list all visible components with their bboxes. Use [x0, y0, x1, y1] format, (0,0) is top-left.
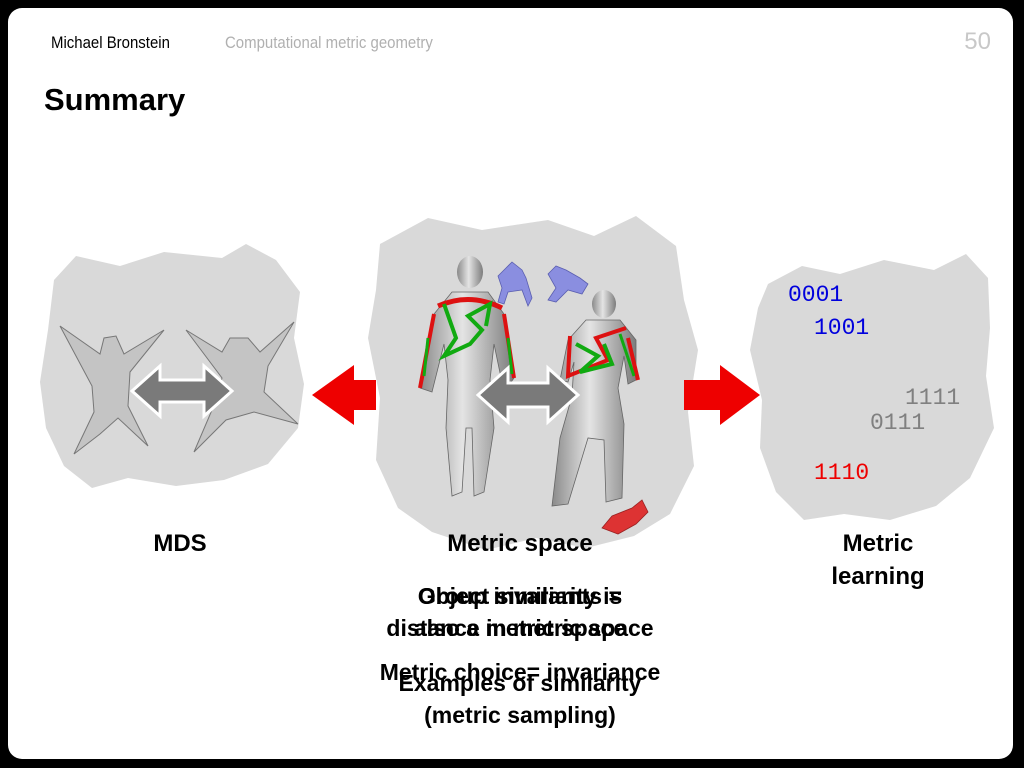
caption-examples-of-similarity: Examples of similarity (metric sampling) — [398, 670, 642, 728]
slide-title: Summary — [44, 82, 186, 117]
red-arrow-left — [312, 365, 376, 425]
caption-metric-choice: Metric choice= invariance — [379, 659, 661, 685]
lecture-topic: Computational metric geometry — [225, 33, 433, 52]
caption-object-similarity: Object similarity is distance in metric … — [386, 583, 654, 641]
page-number: 50 — [964, 28, 991, 55]
red-arrow-right — [684, 365, 760, 425]
metric-double-arrow — [475, 364, 581, 426]
caption-group-invariants: Group invariants = also a metric space — [413, 583, 627, 641]
dog-shape-2 — [547, 265, 589, 303]
mds-label: MDS — [153, 530, 207, 557]
illustration — [40, 216, 994, 550]
binary-code-0001: 0001 — [788, 282, 844, 308]
slide: Michael Bronstein Computational metric g… — [8, 8, 1013, 759]
binary-code-1001: 1001 — [814, 315, 870, 341]
mds-double-arrow — [129, 362, 235, 420]
metric-space-label: Metric space — [447, 530, 593, 557]
author-name: Michael Bronstein — [51, 33, 170, 52]
mds-flat-shape-left — [59, 325, 165, 455]
metric-learning-label-line2: learning — [831, 563, 925, 590]
dog-shape-1 — [497, 261, 533, 307]
mds-flat-shape-right — [185, 321, 299, 453]
human-figure-bent — [551, 290, 640, 507]
metric-learning-label-line1: Metric — [842, 530, 914, 557]
metric-learning-blob — [750, 254, 994, 520]
binary-code-1111: 1111 — [905, 385, 961, 411]
binary-code-1110: 1110 — [814, 460, 870, 486]
binary-code-0111: 0111 — [870, 410, 926, 436]
train-shape — [601, 499, 649, 535]
